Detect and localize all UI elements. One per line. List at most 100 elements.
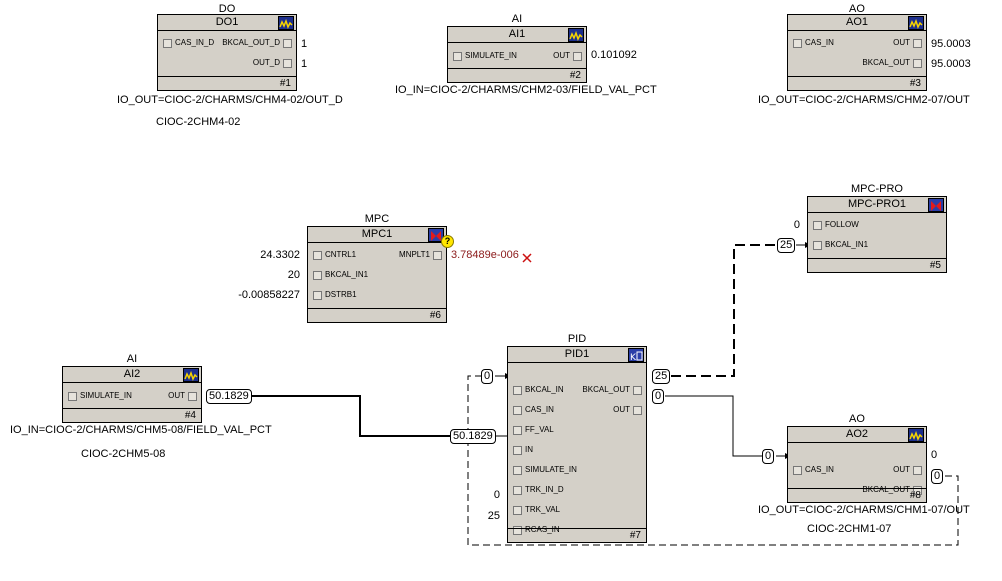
waveform-icon bbox=[908, 16, 924, 30]
port-cas-in[interactable]: CAS_IN bbox=[793, 37, 834, 49]
block-pid1[interactable]: PID PID1 K BKCAL_IN CAS_IN FF_VAL IN SIM… bbox=[507, 333, 647, 543]
waveform-icon bbox=[568, 28, 584, 42]
wire-pid-out-to-ao2[interactable] bbox=[665, 395, 762, 457]
block-body: MPC1 CNTRL1 BKCAL_IN1 DSTRB1 MNPLT1 #6 bbox=[307, 226, 447, 323]
wire-tag-ao2-bkcal-out[interactable]: 0 bbox=[931, 469, 944, 484]
block-name: AI2 bbox=[63, 367, 201, 383]
port-bkcal-out-d[interactable]: BKCAL_OUT_D bbox=[222, 37, 292, 49]
block-ai2[interactable]: AI AI2 SIMULATE_IN OUT #4 bbox=[62, 353, 202, 423]
block-number: #3 bbox=[788, 76, 926, 90]
wire-tag-ao2-cas-in[interactable]: 0 bbox=[762, 449, 775, 464]
value-out-d: 1 bbox=[301, 58, 308, 70]
port-simulate-in[interactable]: SIMULATE_IN bbox=[513, 464, 577, 476]
value-ao1-out: 95.0003 bbox=[931, 38, 971, 50]
block-do1[interactable]: DO DO1 CAS_IN_D BKCAL_OUT_D OUT_D #1 bbox=[157, 3, 297, 91]
block-body: PID1 K BKCAL_IN CAS_IN FF_VAL IN SIMULAT… bbox=[507, 346, 647, 543]
port-mnplt1[interactable]: MNPLT1 bbox=[399, 249, 442, 261]
wire-tag-pid-out[interactable]: 0 bbox=[652, 389, 665, 404]
value-mpc1-bkcal-in1: 20 bbox=[287, 269, 300, 281]
wire-tag-mpcpro-bkcal-in1[interactable]: 25 bbox=[777, 238, 796, 253]
io-path-ai1: IO_IN=CIOC-2/CHARMS/CHM2-03/FIELD_VAL_PC… bbox=[395, 84, 657, 96]
port-cas-in[interactable]: CAS_IN bbox=[793, 464, 834, 476]
port-simulate-in[interactable]: SIMULATE_IN bbox=[68, 390, 132, 402]
block-name: MPC-PRO1 bbox=[808, 197, 946, 213]
port-bkcal-out[interactable]: BKCAL_OUT bbox=[582, 384, 642, 396]
block-ao1[interactable]: AO AO1 CAS_IN OUT BKCAL_OUT #3 bbox=[787, 3, 927, 91]
block-type-label: AO bbox=[849, 3, 865, 15]
mpc-icon bbox=[928, 198, 944, 212]
device-label-do1: CIOC-2CHM4-02 bbox=[156, 116, 241, 128]
block-type-label: MPC-PRO bbox=[851, 183, 903, 195]
port-bkcal-in1[interactable]: BKCAL_IN1 bbox=[813, 239, 868, 251]
block-type-label: AI bbox=[126, 353, 138, 365]
port-follow[interactable]: FOLLOW bbox=[813, 219, 859, 231]
port-trk-val[interactable]: TRK_VAL bbox=[513, 504, 560, 516]
port-out[interactable]: OUT bbox=[613, 404, 642, 416]
port-out-d[interactable]: OUT_D bbox=[253, 57, 292, 69]
block-number: #1 bbox=[158, 76, 296, 90]
device-label-ai2: CIOC-2CHM5-08 bbox=[81, 448, 166, 460]
io-path-ai2: IO_IN=CIOC-2/CHARMS/CHM5-08/FIELD_VAL_PC… bbox=[10, 424, 272, 436]
block-type-label: MPC bbox=[364, 213, 390, 225]
block-body: MPC-PRO1 FOLLOW BKCAL_IN1 #5 bbox=[807, 196, 947, 273]
block-number: #6 bbox=[308, 308, 446, 322]
question-icon[interactable]: ? bbox=[441, 235, 454, 248]
block-name: AI1 bbox=[448, 27, 586, 43]
value-ao2-out: 0 bbox=[931, 449, 938, 461]
wire-tag-pid-in[interactable]: 50.1829 bbox=[450, 429, 496, 444]
port-bkcal-out[interactable]: BKCAL_OUT bbox=[862, 57, 922, 69]
wire-pid-bkcal-to-mpcpro[interactable] bbox=[671, 244, 778, 377]
io-path-ao2: IO_OUT=CIOC-2/CHARMS/CHM1-07/OUT bbox=[758, 504, 970, 516]
value-mpc1-cntrl1: 24.3302 bbox=[260, 249, 300, 261]
value-pid-trk-val: 0 bbox=[493, 489, 500, 501]
svg-text:K: K bbox=[630, 353, 637, 362]
block-ai1[interactable]: AI AI1 SIMULATE_IN OUT #2 bbox=[447, 13, 587, 83]
block-body: AI2 SIMULATE_IN OUT #4 bbox=[62, 366, 202, 423]
port-bkcal-in1[interactable]: BKCAL_IN1 bbox=[313, 269, 368, 281]
value-mpcpro-follow: 0 bbox=[793, 219, 800, 231]
block-type-label: DO bbox=[218, 3, 236, 15]
port-bkcal-out[interactable]: BKCAL_OUT bbox=[862, 484, 922, 496]
value-mpc1-dstrb1: -0.00858227 bbox=[238, 289, 300, 301]
port-rcas-in[interactable]: RCAS_IN bbox=[513, 524, 560, 536]
block-number: #5 bbox=[808, 258, 946, 272]
block-name: PID1 bbox=[508, 347, 646, 363]
pid-icon: K bbox=[628, 348, 644, 363]
block-ao2[interactable]: AO AO2 CAS_IN OUT BKCAL_OUT #8 bbox=[787, 413, 927, 503]
block-type-label: AI bbox=[511, 13, 523, 25]
wire-ao2-bkcal-to-pid-bkcal-in[interactable] bbox=[467, 375, 959, 546]
port-out[interactable]: OUT bbox=[893, 37, 922, 49]
port-cas-in[interactable]: CAS_IN bbox=[513, 404, 554, 416]
port-cas-in-d[interactable]: CAS_IN_D bbox=[163, 37, 214, 49]
block-type-label: PID bbox=[567, 333, 587, 345]
block-body: AI1 SIMULATE_IN OUT #2 bbox=[447, 26, 587, 83]
block-name: DO1 bbox=[158, 15, 296, 31]
port-ff-val[interactable]: FF_VAL bbox=[513, 424, 554, 436]
wire-tag-ai2-out[interactable]: 50.1829 bbox=[206, 389, 252, 404]
block-number: #4 bbox=[63, 408, 201, 422]
value-ai1-out: 0.101092 bbox=[591, 49, 637, 61]
port-in[interactable]: IN bbox=[513, 444, 533, 456]
waveform-icon bbox=[908, 428, 924, 442]
block-mpc1[interactable]: MPC MPC1 CNTRL1 BKCAL_IN1 DSTRB1 MNPLT1 … bbox=[307, 213, 447, 323]
port-trk-in-d[interactable]: TRK_IN_D bbox=[513, 484, 564, 496]
block-body: DO1 CAS_IN_D BKCAL_OUT_D OUT_D #1 bbox=[157, 14, 297, 91]
block-body: AO1 CAS_IN OUT BKCAL_OUT #3 bbox=[787, 14, 927, 91]
block-name: MPC1 bbox=[308, 227, 446, 243]
value-pid-rcas-in: 25 bbox=[487, 510, 500, 522]
wire-ai2-to-pid-in[interactable] bbox=[250, 395, 450, 437]
block-number: #7 bbox=[508, 528, 646, 542]
block-number: #8 bbox=[788, 488, 926, 502]
port-dstrb1[interactable]: DSTRB1 bbox=[313, 289, 357, 301]
port-out[interactable]: OUT bbox=[553, 50, 582, 62]
block-body: AO2 CAS_IN OUT BKCAL_OUT #8 bbox=[787, 426, 927, 503]
port-simulate-in[interactable]: SIMULATE_IN bbox=[453, 50, 517, 62]
port-out[interactable]: OUT bbox=[168, 390, 197, 402]
wire-tag-pid-bkcal-in[interactable]: 0 bbox=[481, 369, 494, 384]
io-path-do1: IO_OUT=CIOC-2/CHARMS/CHM4-02/OUT_D bbox=[117, 94, 343, 106]
block-mpc-pro1[interactable]: MPC-PRO MPC-PRO1 FOLLOW BKCAL_IN1 #5 bbox=[807, 183, 947, 273]
port-bkcal-in[interactable]: BKCAL_IN bbox=[513, 384, 564, 396]
port-cntrl1[interactable]: CNTRL1 bbox=[313, 249, 356, 261]
port-out[interactable]: OUT bbox=[893, 464, 922, 476]
wire-tag-pid-bkcal-out[interactable]: 25 bbox=[652, 369, 671, 384]
